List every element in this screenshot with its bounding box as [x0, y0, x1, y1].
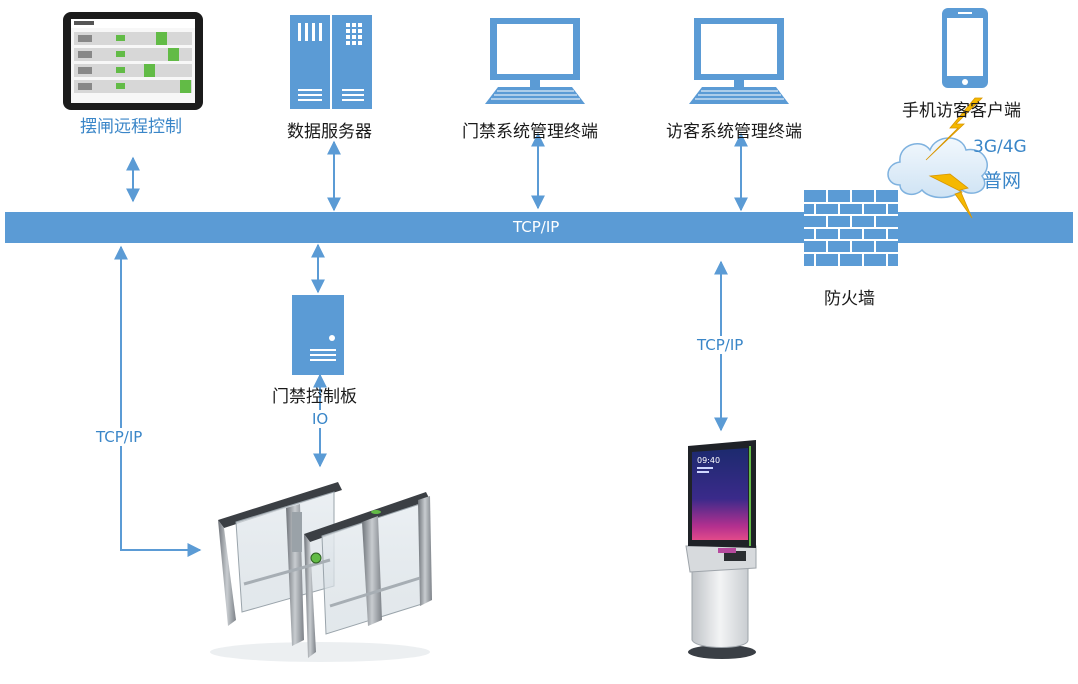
- tablet-icon: [63, 12, 203, 110]
- kiosk-tcp-link-label: TCP/IP: [695, 336, 746, 354]
- control-board-label: 门禁控制板: [272, 387, 357, 407]
- server-rack-icon: [290, 15, 372, 109]
- left-tcp-link-label: TCP/IP: [94, 428, 145, 446]
- io-link-label: IO: [310, 410, 331, 428]
- turnstile-control-label: 摆闸远程控制: [80, 117, 182, 137]
- monitor-icon: [485, 18, 585, 104]
- firewall-label: 防火墙: [824, 289, 875, 309]
- kiosk-screen-time: 09:40: [697, 456, 720, 465]
- monitor-icon: [689, 18, 789, 104]
- bus-label: TCP/IP: [513, 218, 560, 236]
- visitor-terminal-label: 访客系统管理终端: [666, 122, 802, 142]
- speed-gate-icon: [210, 482, 432, 662]
- cloud-icon: [887, 137, 988, 199]
- visitor-kiosk-icon: 09:40: [685, 440, 757, 659]
- phone-icon: [942, 8, 988, 88]
- network-label-line2: 普网: [983, 170, 1022, 192]
- data-server-label: 数据服务器: [287, 122, 372, 142]
- brick-wall-icon: [804, 190, 898, 266]
- link-bus-gates-left: [114, 245, 202, 557]
- network-label-line1: 3G/4G: [973, 137, 1027, 157]
- access-terminal-label: 门禁系统管理终端: [462, 122, 598, 142]
- control-box-icon: [292, 295, 344, 375]
- mobile-client-label: 手机访客客户端: [902, 101, 1021, 121]
- lightning-icon: [925, 97, 983, 219]
- connectors: [114, 132, 748, 557]
